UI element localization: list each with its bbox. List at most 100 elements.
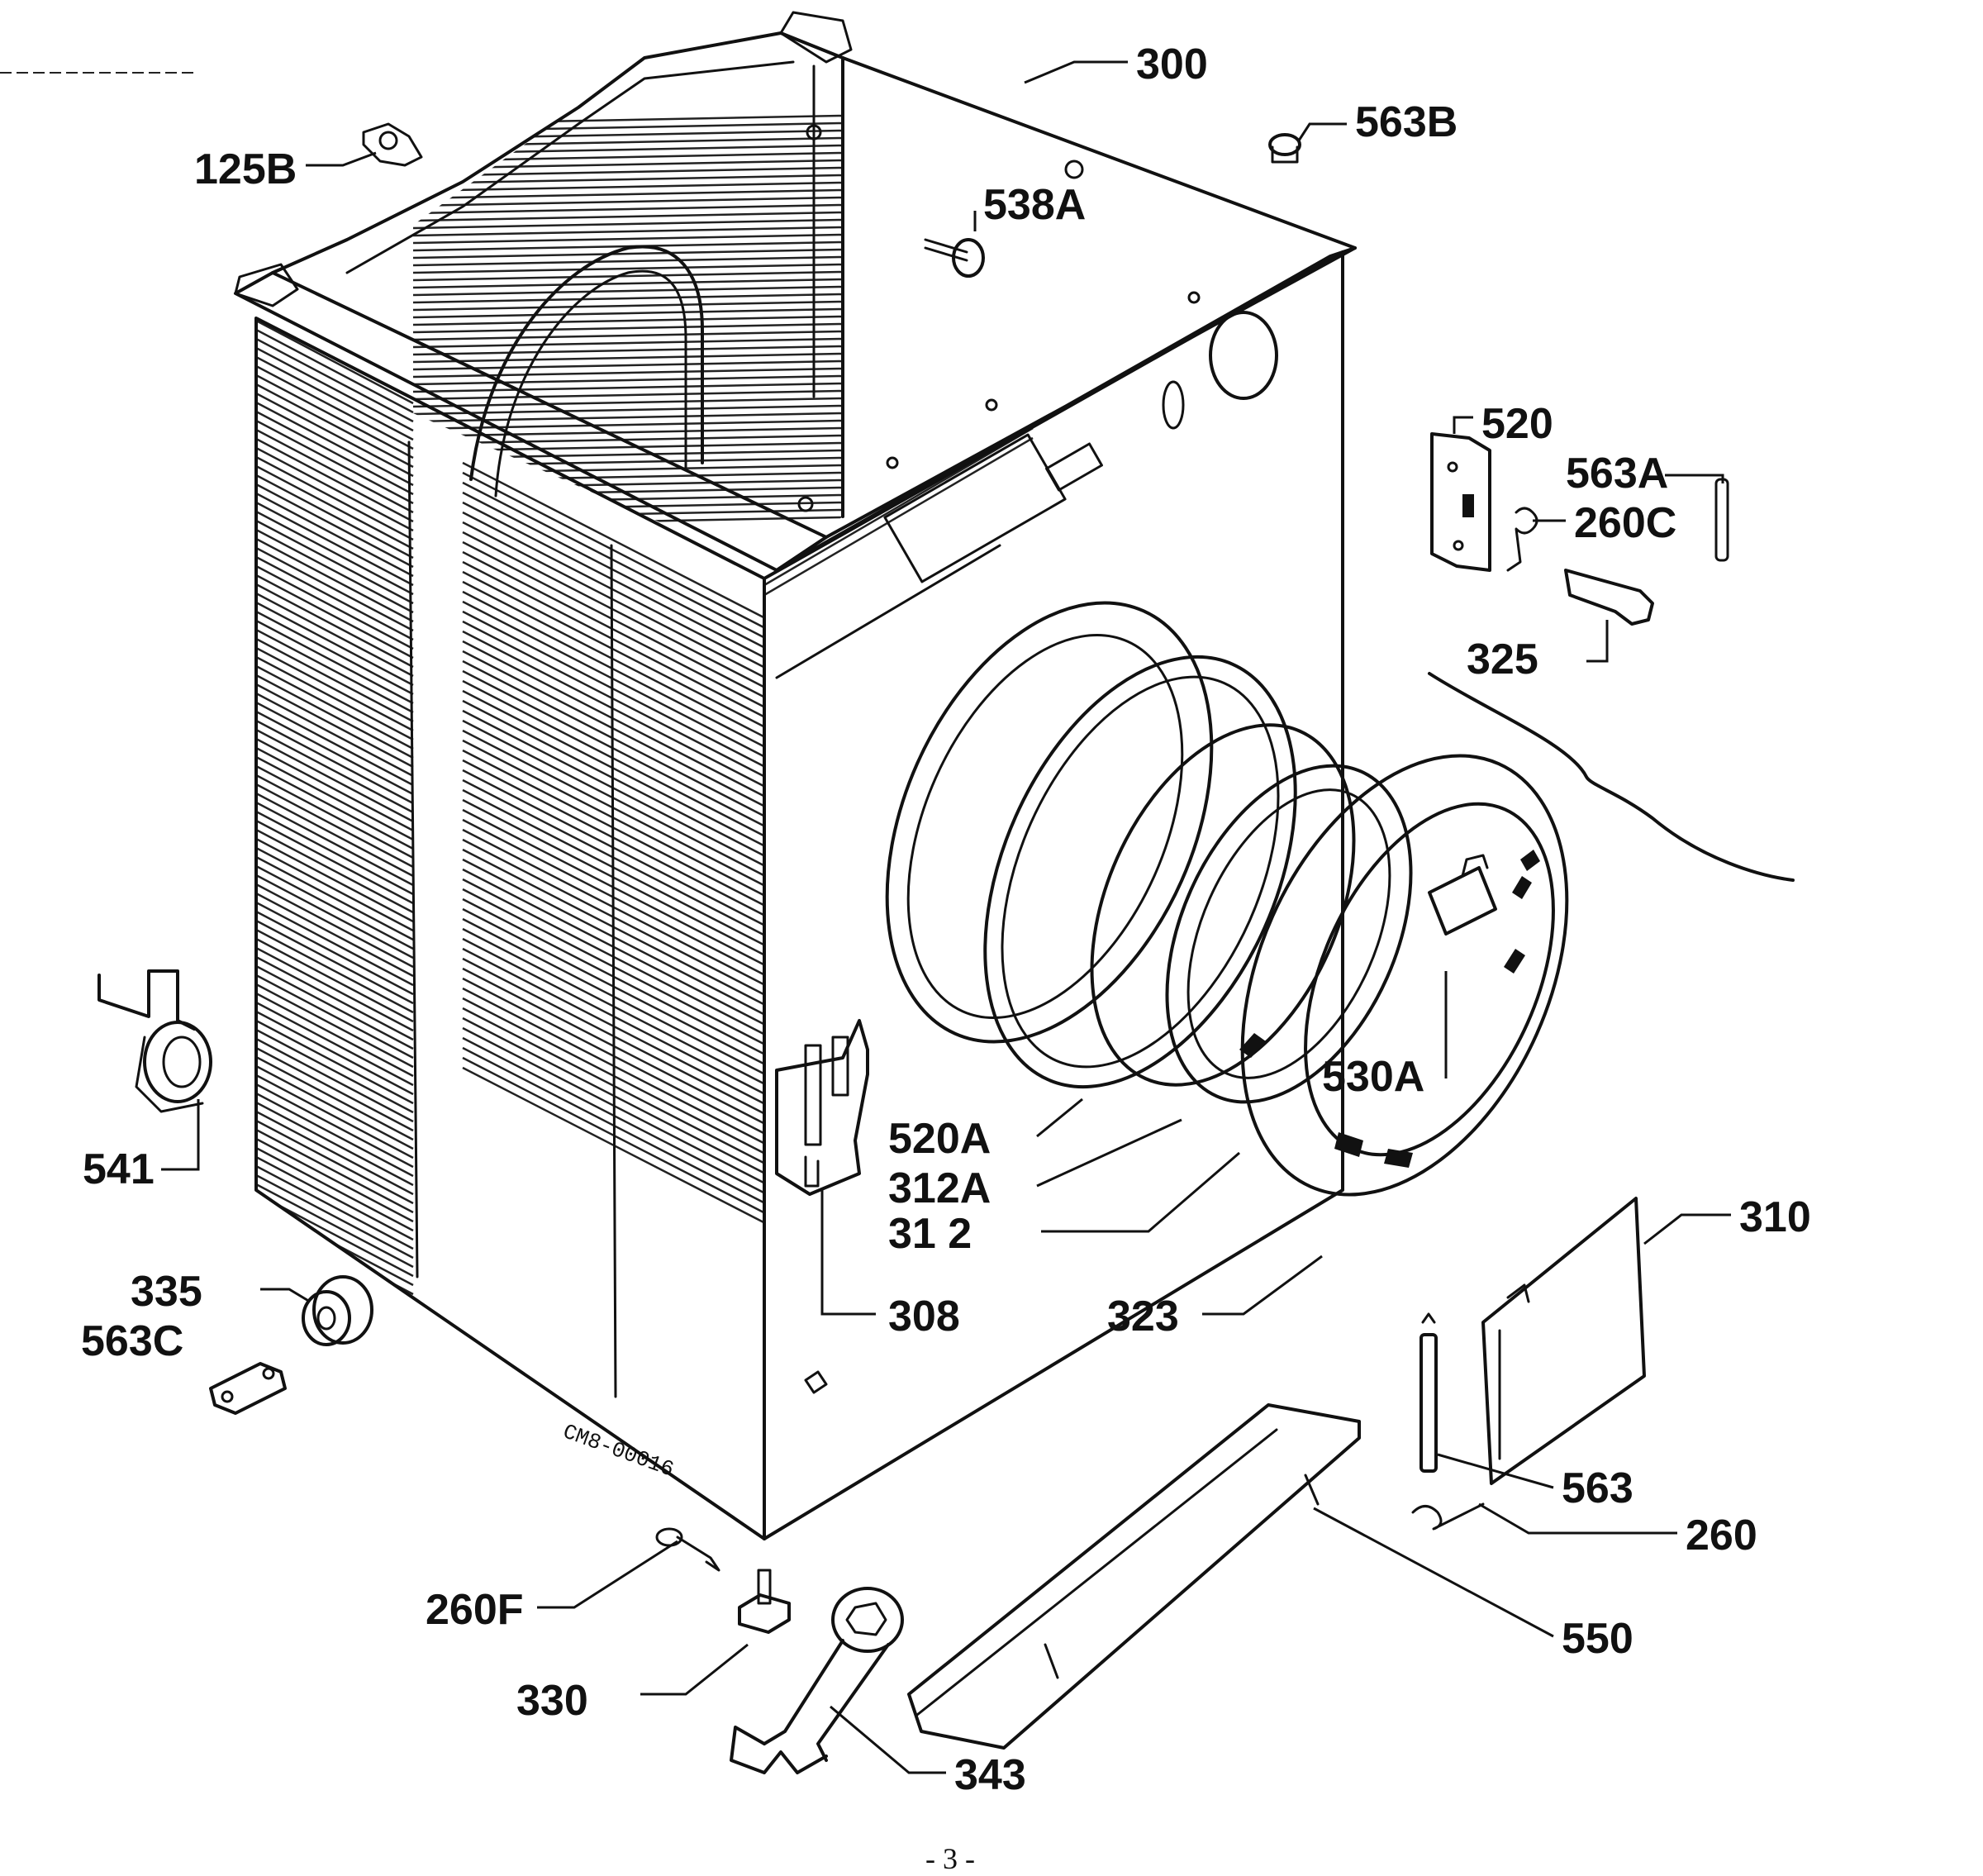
hatch-line	[462, 729, 764, 889]
hatch-line	[256, 1010, 414, 1096]
hatch-line	[412, 263, 843, 274]
hatch-line	[412, 278, 843, 289]
hatch-line	[256, 655, 414, 741]
label-330: 330	[516, 1677, 588, 1725]
hatch-line	[412, 374, 843, 386]
hatch-line	[256, 692, 414, 778]
hatch-line	[256, 355, 414, 441]
hatch-line	[412, 211, 843, 222]
hatch-line	[412, 270, 843, 282]
hatch-line	[462, 888, 764, 1048]
label-563a: 563A	[1566, 450, 1668, 498]
hatch-line	[256, 846, 414, 932]
hatch-line	[462, 491, 764, 651]
hatch-line	[412, 136, 843, 148]
hatch-line	[256, 1155, 414, 1241]
label-343: 343	[954, 1751, 1026, 1799]
earth-symbol	[804, 1370, 828, 1394]
hatch-line	[462, 659, 764, 820]
hatch-line	[462, 769, 764, 929]
hatch-line	[462, 471, 764, 631]
hatch-line	[256, 783, 414, 869]
door-glass-312a	[1090, 723, 1356, 1087]
hatch-line	[412, 345, 843, 356]
label-308: 308	[888, 1293, 960, 1340]
hatch-line	[412, 181, 843, 193]
hatch-line	[256, 455, 414, 541]
part-541-switch	[97, 969, 212, 1113]
hatch-line	[462, 689, 764, 850]
hatch-line	[462, 917, 764, 1078]
hatch-line	[256, 383, 414, 469]
top-frame-front-rail	[234, 271, 828, 572]
label-563: 563	[1562, 1464, 1633, 1512]
hatch-line	[256, 519, 414, 605]
hatch-line	[412, 255, 843, 267]
hatch-line	[412, 196, 843, 207]
hatch-line	[412, 389, 843, 401]
label-563b: 563B	[1355, 98, 1458, 146]
hatch-line	[412, 218, 843, 230]
part-260c-spring	[1506, 507, 1538, 572]
hatch-line	[256, 919, 414, 1005]
hatch-line	[256, 364, 414, 450]
page-number: - 3 -	[925, 1842, 975, 1875]
part-335-foot	[302, 1275, 373, 1346]
hatch-line	[256, 328, 414, 414]
hatch-line	[462, 977, 764, 1137]
hatch-line	[764, 377, 1034, 537]
hatch-line	[412, 456, 843, 468]
hatch-line	[412, 159, 843, 170]
hatch-line	[462, 858, 764, 1018]
hatch-line	[462, 947, 764, 1107]
left-panel-shading	[256, 318, 764, 1323]
hatch-line	[462, 1017, 764, 1177]
hatch-line	[256, 583, 414, 669]
label-312a: 312A	[888, 1164, 991, 1212]
hatch-line	[412, 322, 843, 334]
hatch-line	[462, 759, 764, 919]
label-550: 550	[1562, 1615, 1633, 1663]
hatch-line	[412, 129, 843, 140]
hatch-line	[256, 810, 414, 896]
hatch-line	[764, 436, 1034, 597]
hatch-line	[256, 318, 414, 396]
hatch-line	[256, 483, 414, 569]
hatch-line	[412, 397, 843, 408]
hatch-line	[256, 910, 414, 996]
detergent-drawer-hole	[1209, 311, 1278, 400]
door-gasket-520a-inner	[1001, 675, 1280, 1069]
label-520a: 520A	[888, 1115, 991, 1163]
hatch-line	[256, 1001, 414, 1087]
hatch-line	[412, 359, 843, 371]
hatch-line	[462, 699, 764, 859]
hatch-line	[412, 114, 843, 126]
hatch-line	[256, 855, 414, 941]
hatch-line	[256, 610, 414, 696]
hatch-line	[462, 679, 764, 840]
hatch-line	[462, 1036, 764, 1197]
part-550-strip	[907, 1403, 1361, 1750]
hatch-line	[256, 992, 414, 1078]
hatch-line	[764, 426, 1034, 587]
hatch-line	[256, 464, 414, 550]
hatch-line	[462, 788, 764, 949]
hatch-line	[256, 664, 414, 750]
hatch-line	[412, 144, 843, 155]
hatch-line	[764, 347, 1034, 507]
label-538a: 538A	[983, 181, 1086, 229]
slot-hole	[1162, 380, 1185, 430]
hatch-line	[256, 628, 414, 714]
hatch-line	[462, 898, 764, 1058]
switch-cutout	[1045, 442, 1103, 492]
hatch-line	[256, 318, 414, 378]
hatch-line	[462, 868, 764, 1028]
hatch-line	[256, 674, 414, 759]
door-handle-530a	[1428, 866, 1497, 936]
door-glass-312	[1165, 764, 1413, 1104]
hatch-line	[462, 1056, 764, 1217]
hatch-line	[412, 330, 843, 341]
hatch-line	[462, 481, 764, 641]
label-541: 541	[83, 1145, 155, 1193]
porthole-ring-inner	[906, 634, 1184, 1019]
